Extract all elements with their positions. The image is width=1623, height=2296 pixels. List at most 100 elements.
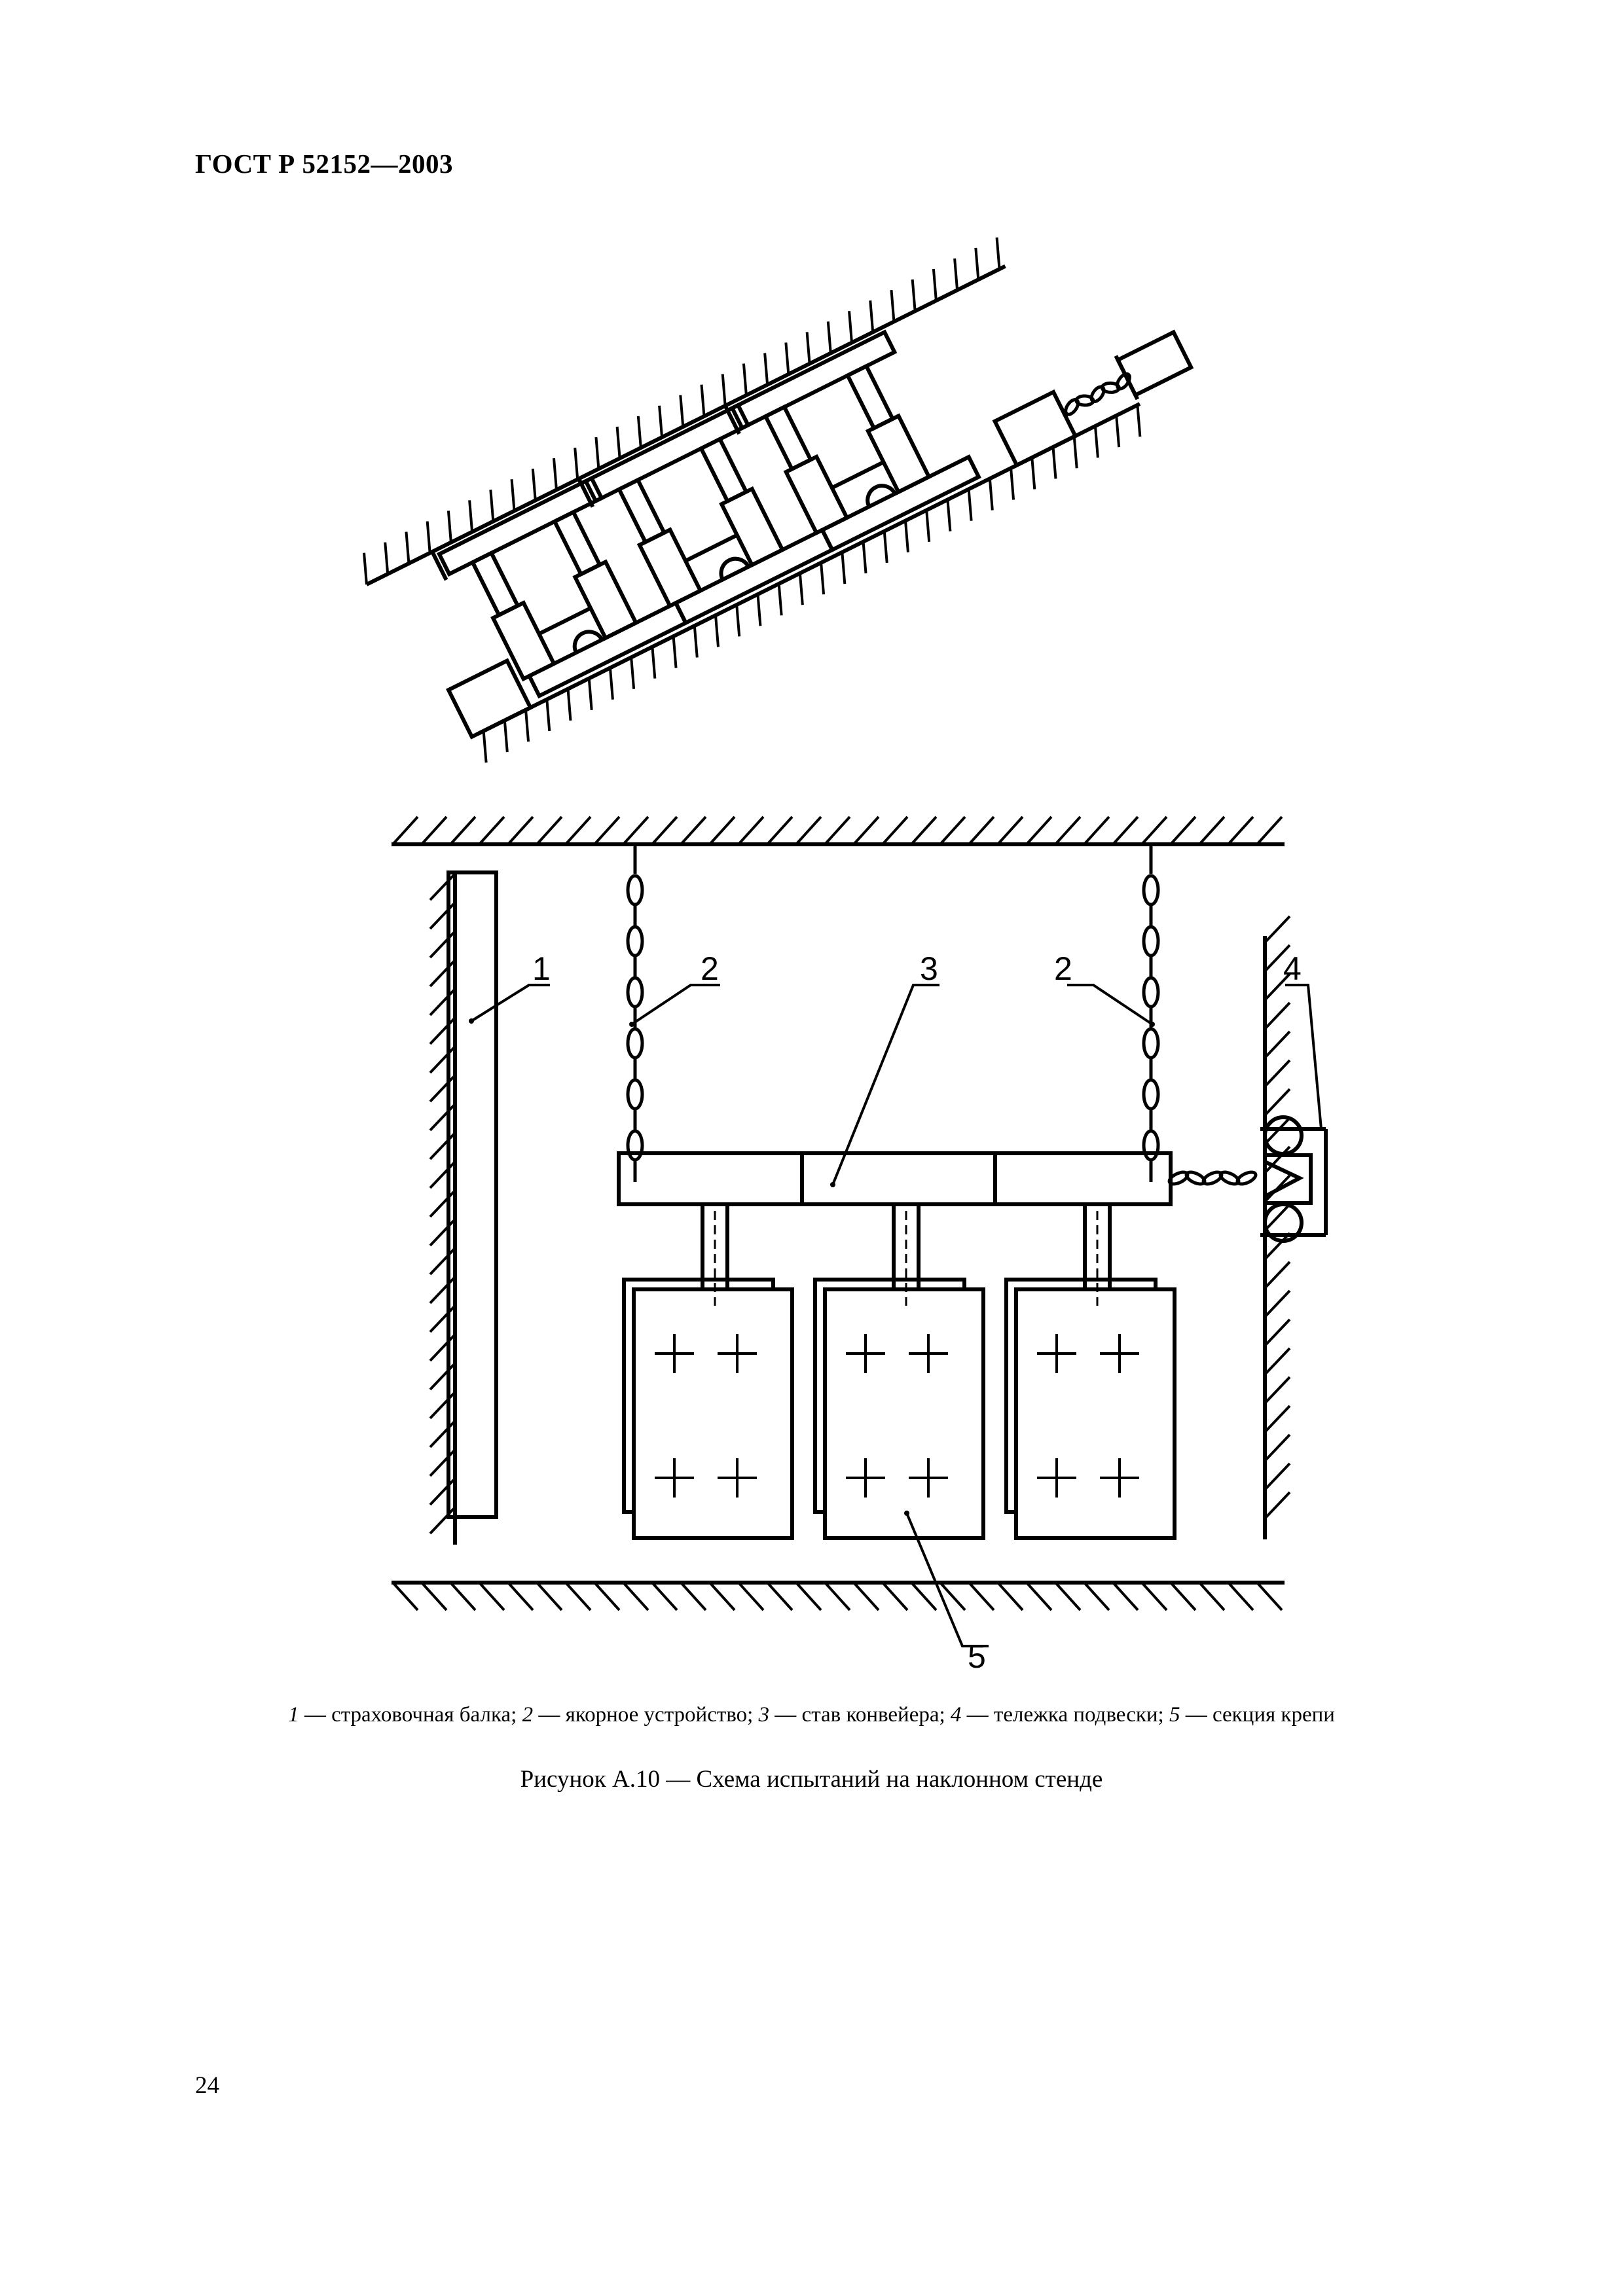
hatch-stroke	[953, 258, 959, 291]
hatch-stroke	[426, 521, 431, 553]
document-header: ГОСТ Р 52152—2003	[195, 149, 453, 179]
section-base	[673, 527, 835, 626]
ground-hatching	[392, 1581, 1283, 1611]
section-base	[526, 600, 689, 699]
hatch-stroke	[939, 816, 966, 846]
section-leg	[865, 413, 932, 495]
hatch-stroke	[968, 816, 995, 846]
hatch-stroke	[482, 730, 488, 763]
hatch-stroke	[805, 332, 811, 364]
suspension-trolley	[1260, 1115, 1328, 1243]
section-leg	[783, 454, 850, 536]
hatch-stroke	[593, 1581, 621, 1611]
section-leg	[763, 404, 814, 472]
section-joint	[719, 556, 750, 581]
support-unit	[1004, 1202, 1176, 1540]
chain-link	[626, 925, 644, 958]
hatch-stroke	[429, 1218, 456, 1247]
figure-caption: Рисунок А.10 — Схема испытаний на наклон…	[520, 1766, 1103, 1793]
hatch-stroke	[700, 384, 706, 417]
hatch-stroke	[1198, 1581, 1226, 1611]
hatch-stroke	[429, 1074, 456, 1103]
hatch-stroke	[630, 657, 636, 689]
section-link	[684, 533, 739, 563]
unit-canopy	[823, 1287, 985, 1540]
hatch-stroke	[1112, 1581, 1139, 1611]
hatch-stroke	[824, 816, 851, 846]
chain-link	[1235, 1170, 1258, 1186]
chain-link	[626, 1129, 644, 1162]
inclined-section	[430, 475, 689, 699]
hatch-stroke	[925, 510, 931, 542]
section-divider	[430, 550, 448, 581]
inclined-section	[723, 329, 981, 553]
hatch-stroke	[651, 816, 678, 846]
side-chain	[1167, 1170, 1258, 1186]
hatch-stroke	[636, 416, 642, 448]
hatch-stroke	[881, 1581, 909, 1611]
section-leg	[490, 600, 557, 682]
leader-dots	[469, 1018, 1155, 1516]
hatch-stroke	[489, 490, 495, 522]
roof-hatching	[363, 237, 1001, 585]
hatch-stroke	[552, 457, 558, 490]
hatch-stroke	[1264, 1145, 1291, 1174]
hatch-stroke	[429, 901, 456, 930]
legend-num-5: 5	[1169, 1703, 1180, 1727]
legend-text-4: — тележка подвески;	[961, 1703, 1169, 1727]
hatch-stroke	[714, 615, 720, 647]
hatch-stroke	[420, 816, 448, 846]
hatch-stroke	[1264, 1462, 1291, 1491]
callout-2-right: 2	[1054, 950, 1072, 987]
hatch-stroke	[1264, 1232, 1291, 1261]
hatch-stroke	[737, 1581, 765, 1611]
hatch-stroke	[1083, 816, 1110, 846]
hatch-stroke	[862, 541, 867, 574]
hatch-stroke	[449, 816, 477, 846]
hatch-stroke	[708, 1581, 736, 1611]
hatch-stroke	[932, 268, 938, 301]
plan-view-diagram	[392, 816, 1328, 1647]
chain-link	[1064, 398, 1080, 416]
hatch-stroke	[795, 816, 822, 846]
hatch-stroke	[429, 1160, 456, 1189]
hatch-stroke	[881, 816, 909, 846]
hatch-stroke	[429, 1132, 456, 1160]
hatch-stroke	[1140, 1581, 1168, 1611]
hatch-stroke	[1264, 1347, 1291, 1376]
hatch-stroke	[679, 395, 685, 427]
hatch-stroke	[737, 816, 765, 846]
right-wall-hatching	[1264, 915, 1291, 1520]
hatch-stroke	[1264, 1376, 1291, 1405]
legend-num-1: 1	[288, 1703, 299, 1727]
legend-num-2: 2	[522, 1703, 534, 1727]
hatch-stroke	[1227, 816, 1254, 846]
hatch-stroke	[524, 709, 530, 742]
legend-text-1: — страховочная балка;	[299, 1703, 522, 1727]
conveyor-pan-line	[617, 1151, 1173, 1206]
hatch-stroke	[852, 816, 880, 846]
hatch-stroke	[1264, 915, 1291, 944]
callout-2-left: 2	[701, 950, 719, 987]
hatch-stroke	[429, 1506, 456, 1535]
hatch-stroke	[429, 988, 456, 1016]
section-link	[538, 606, 592, 636]
hatch-stroke	[1264, 1491, 1291, 1520]
section-joint	[866, 484, 897, 508]
hatch-stroke	[1264, 973, 1291, 1001]
hatch-stroke	[658, 405, 664, 438]
hatch-stroke	[429, 872, 456, 901]
section-leg	[572, 559, 639, 641]
chain-link	[626, 976, 644, 1009]
hatch-stroke	[429, 1016, 456, 1045]
hatch-stroke	[1264, 1059, 1291, 1088]
hatch-stroke	[848, 311, 853, 343]
hatch-stroke	[910, 816, 938, 846]
hatch-stroke	[566, 689, 572, 721]
hatch-stroke	[429, 1304, 456, 1333]
hatch-stroke	[478, 816, 505, 846]
leader-lines	[470, 984, 1322, 1647]
end-block-left	[446, 658, 534, 740]
end-block-right	[992, 389, 1078, 468]
section-canopy	[583, 403, 751, 504]
